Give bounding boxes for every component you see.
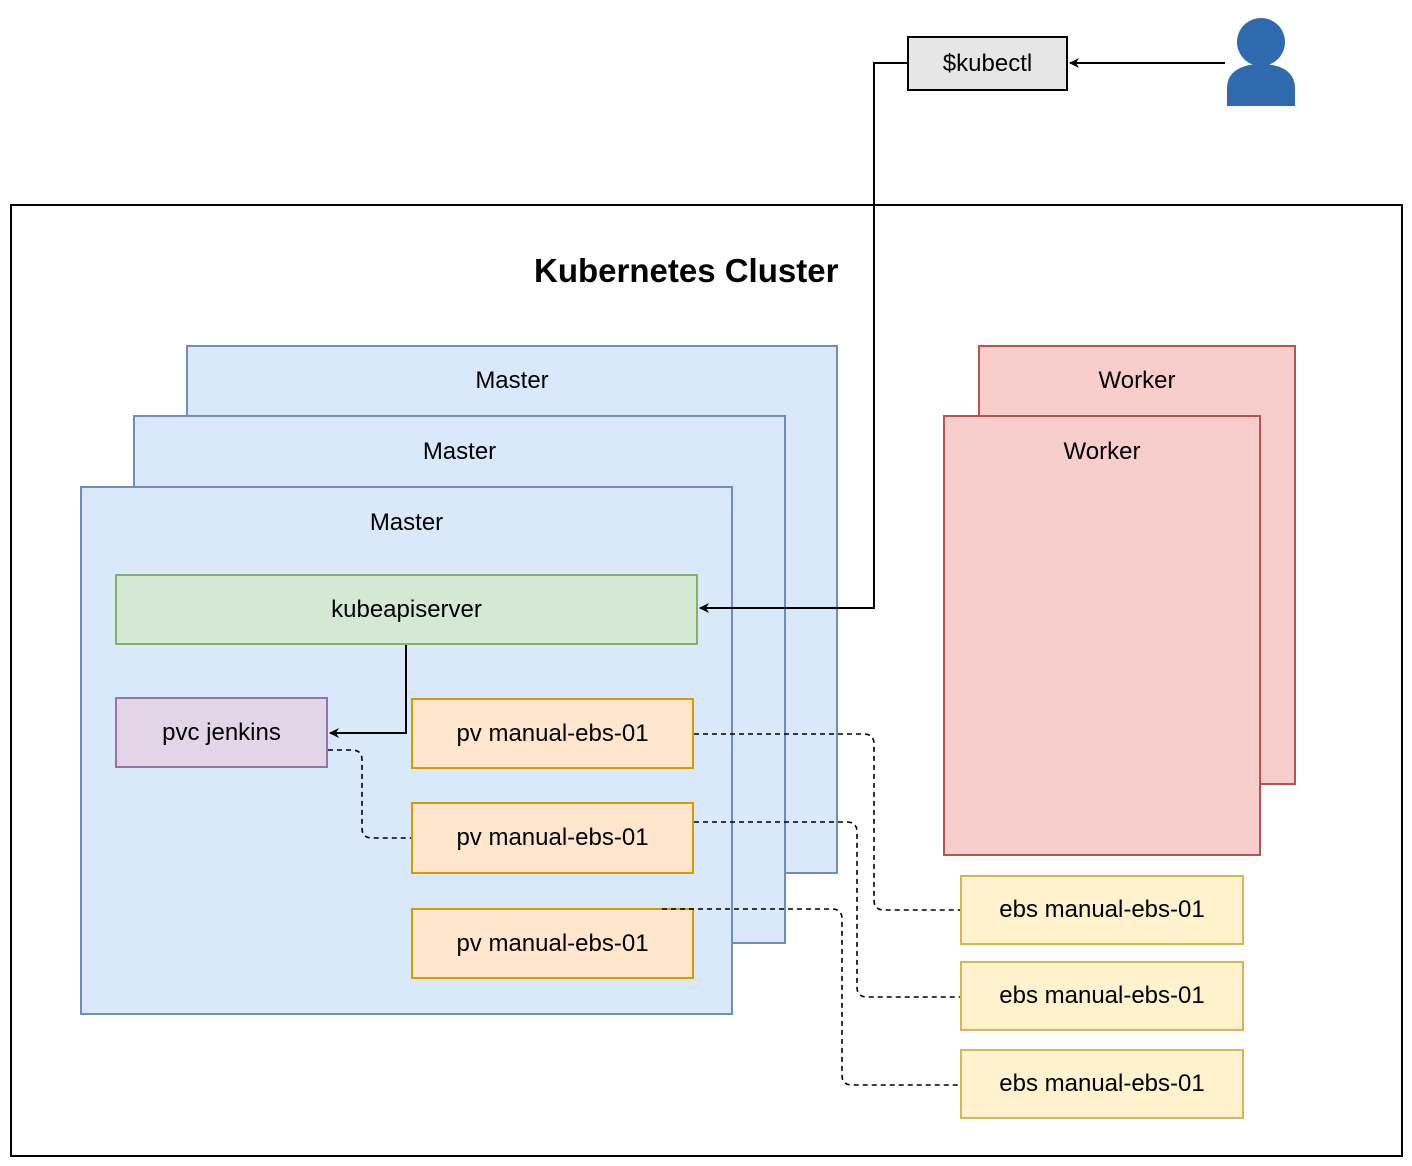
user-icon-body: [1227, 64, 1295, 106]
pv-label: pv manual-ebs-01: [456, 719, 649, 747]
user-icon: [1227, 18, 1295, 106]
worker-label: Worker: [1098, 367, 1176, 394]
pv-box-1: pv manual-ebs-01: [411, 698, 694, 769]
kubeapiserver-box: kubeapiserver: [115, 574, 698, 645]
cluster-title: Kubernetes Cluster: [534, 252, 839, 289]
pv-box-3: pv manual-ebs-01: [411, 908, 694, 979]
ebs-label: ebs manual-ebs-01: [999, 982, 1205, 1009]
master-label: Master: [475, 367, 549, 394]
master-label: Master: [422, 438, 497, 465]
user-icon-head: [1237, 18, 1285, 66]
pv-box-2: pv manual-ebs-01: [411, 802, 694, 874]
ebs-box-2: ebs manual-ebs-01: [960, 961, 1244, 1031]
pvc-label: pvc jenkins: [162, 718, 281, 746]
kubeapiserver-label: kubeapiserver: [331, 595, 482, 623]
kubectl-label: $kubectl: [942, 49, 1033, 77]
master-label: Master: [369, 509, 444, 536]
ebs-label: ebs manual-ebs-01: [999, 896, 1205, 923]
ebs-box-3: ebs manual-ebs-01: [960, 1049, 1244, 1119]
ebs-box-1: ebs manual-ebs-01: [960, 875, 1244, 945]
worker-label: Worker: [1063, 438, 1141, 465]
pvc-jenkins-box: pvc jenkins: [115, 697, 328, 768]
ebs-label: ebs manual-ebs-01: [999, 1070, 1205, 1097]
pv-label: pv manual-ebs-01: [456, 929, 649, 957]
kubectl-box: $kubectl: [907, 36, 1068, 91]
pv-label: pv manual-ebs-01: [456, 824, 649, 851]
worker-node-front: Worker: [943, 415, 1261, 856]
